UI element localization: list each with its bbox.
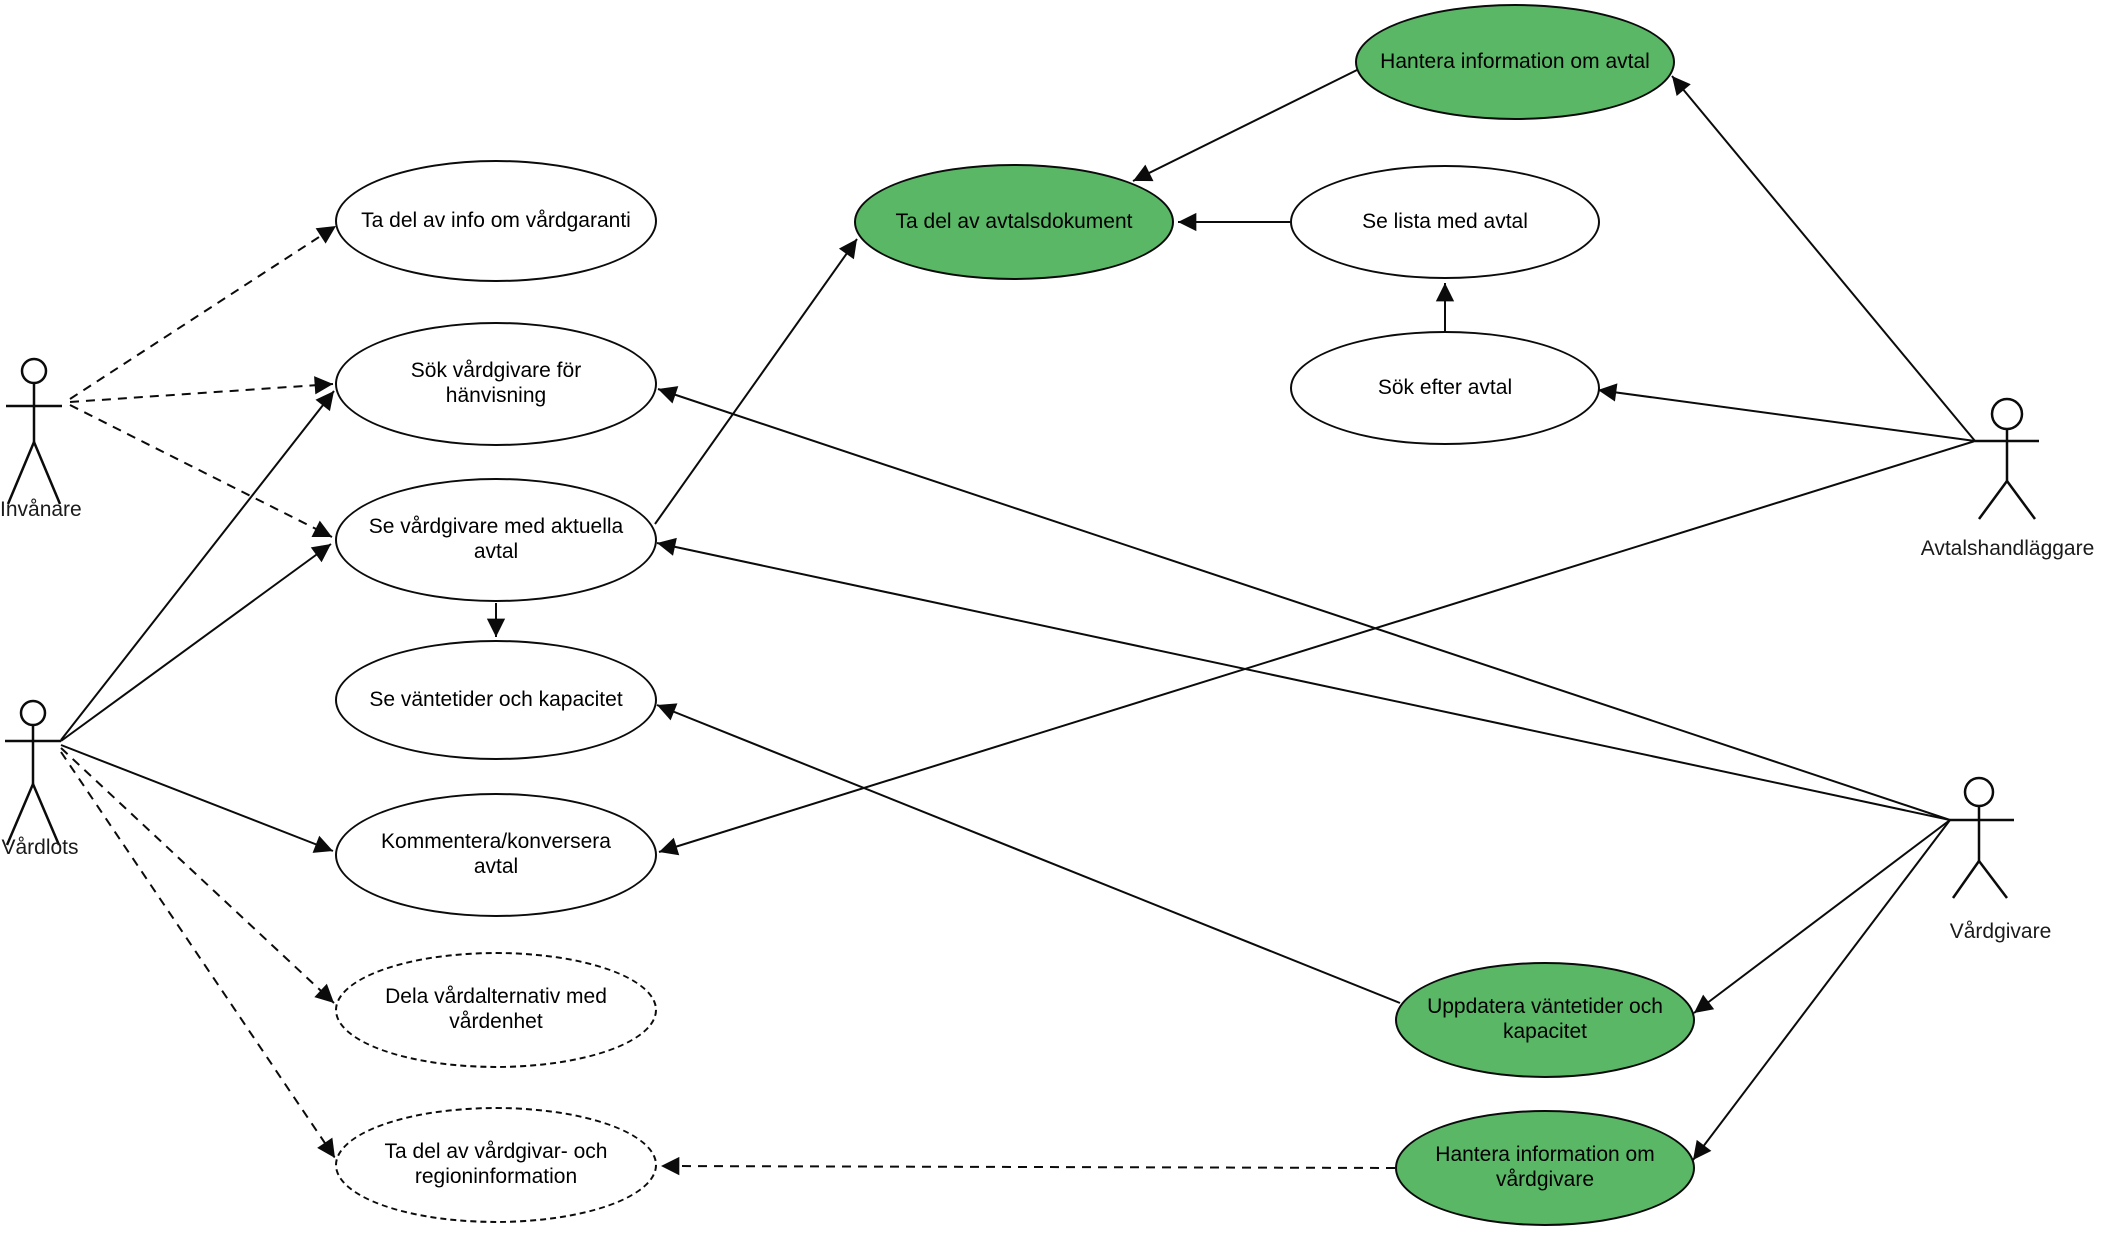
use-case-label: Ta del av info om vårdgaranti bbox=[361, 208, 631, 232]
avtalshandlaggare-actor-icon bbox=[1975, 397, 2039, 520]
use-case-hantera-information-om-avtal: Hantera information om avtal bbox=[1355, 4, 1675, 120]
use-case-kommentera-konversera-avtal: Kommentera/konversera avtal bbox=[335, 793, 657, 917]
use-case-ta-del-av-vardgivar-och-regioninformation: Ta del av vårdgivar- och regioninformati… bbox=[335, 1107, 657, 1223]
edge-invanare-se-vardgivare bbox=[69, 404, 333, 538]
use-case-label: Uppdatera väntetider och kapacitet bbox=[1427, 995, 1663, 1043]
use-case-label: Sök efter avtal bbox=[1377, 375, 1513, 399]
edge-hantera-vardgivare-ta-del-vardgivarinfo bbox=[660, 1156, 1396, 1176]
use-case-sok-efter-avtal: Sök efter avtal bbox=[1290, 331, 1600, 445]
use-case-label: Ta del av vårdgivar- och regioninformati… bbox=[384, 1140, 608, 1188]
use-case-label: Se väntetider och kapacitet bbox=[369, 687, 623, 711]
edge-vardlots-se-vardgivare bbox=[60, 543, 332, 742]
use-case-label: Hantera information om avtal bbox=[1380, 49, 1650, 73]
vardgivare-actor-icon bbox=[1950, 776, 2014, 899]
use-case-label: Se lista med avtal bbox=[1362, 209, 1528, 233]
vardlots-actor-icon bbox=[5, 699, 61, 846]
invanare-actor-icon bbox=[6, 357, 62, 505]
edge-uppdatera-se-vantetider bbox=[656, 703, 1401, 1004]
edge-vardlots-kommentera bbox=[60, 744, 334, 853]
actor-label-avtalshandlaggare: Avtalshandläggare bbox=[1920, 537, 2095, 560]
edge-hantera-avtal-avtalsdokument bbox=[1132, 69, 1358, 182]
use-case-se-lista-med-avtal: Se lista med avtal bbox=[1290, 165, 1600, 279]
edge-avtalshandlaggare-kommentera bbox=[658, 440, 1976, 856]
actor-label-vardgivare: Vårdgivare bbox=[1949, 920, 2052, 943]
edge-se-vardgivare-avtalsdokument bbox=[654, 238, 858, 525]
use-case-label: Sök vårdgivare för hänvisning bbox=[410, 359, 582, 407]
use-case-label: Kommentera/konversera avtal bbox=[381, 830, 611, 878]
use-case-uppdatera-vantetider-och-kapacitet: Uppdatera väntetider och kapacitet bbox=[1395, 962, 1695, 1078]
use-case-dela-vardalternativ-med-vardenhet: Dela vårdalternativ med vårdenhet bbox=[335, 952, 657, 1068]
actor-label-vardlots: Vårdlots bbox=[1, 836, 79, 859]
use-case-se-vardgivare-med-aktuella-avtal: Se vårdgivare med aktuella avtal bbox=[335, 478, 657, 602]
use-case-label: Hantera information om vårdgivare bbox=[1435, 1143, 1655, 1191]
edge-vardlots-ta-del-vardgivarinfo bbox=[60, 751, 336, 1159]
edge-avtalshandlaggare-hantera-avtal bbox=[1671, 75, 1976, 442]
actor-label-invanare: Invånare bbox=[0, 498, 82, 521]
edge-vardlots-sok-vardgivare bbox=[60, 390, 335, 741]
use-case-ta-del-av-avtalsdokument: Ta del av avtalsdokument bbox=[854, 164, 1174, 280]
use-case-sok-vardgivare-for-hanvisning: Sök vårdgivare för hänvisning bbox=[335, 322, 657, 446]
use-case-se-vantetider-och-kapacitet: Se väntetider och kapacitet bbox=[335, 640, 657, 760]
edge-vardgivare-uppdatera-vantetider bbox=[1693, 819, 1951, 1014]
use-case-label: Se vårdgivare med aktuella avtal bbox=[368, 515, 624, 563]
edge-vardgivare-hantera-vardgivare bbox=[1692, 819, 1951, 1161]
use-case-label: Dela vårdalternativ med vårdenhet bbox=[385, 985, 607, 1033]
edge-vardgivare-se-vardgivare bbox=[656, 537, 1951, 821]
use-case-hantera-information-om-vardgivare: Hantera information om vårdgivare bbox=[1395, 1110, 1695, 1226]
edge-vardlots-dela-vardalternativ bbox=[60, 747, 335, 1004]
edge-avtalshandlaggare-sok-efter-avtal bbox=[1597, 383, 1976, 442]
edge-vardgivare-sok-vardgivare bbox=[657, 386, 1951, 821]
use-case-ta-del-info-vardgaranti: Ta del av info om vårdgaranti bbox=[335, 160, 657, 282]
edge-invanare-info-vardgaranti bbox=[69, 225, 337, 400]
edge-invanare-sok-vardgivare bbox=[69, 376, 334, 403]
use-case-label: Ta del av avtalsdokument bbox=[895, 209, 1133, 233]
